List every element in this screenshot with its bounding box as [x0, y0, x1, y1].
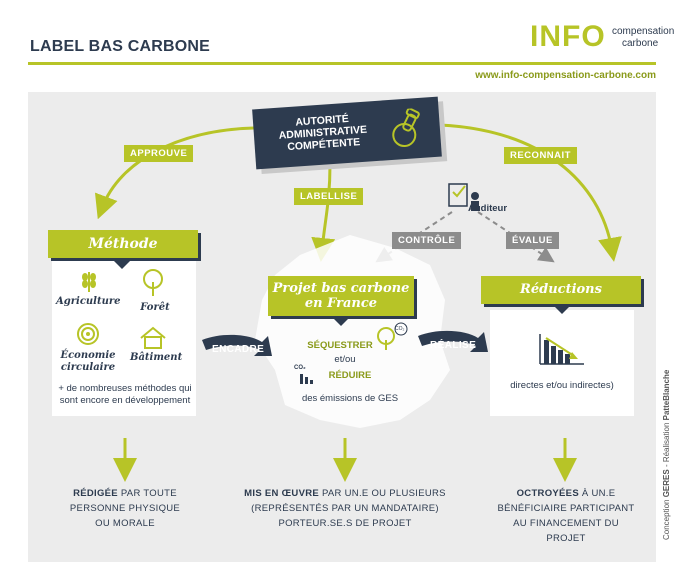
projet-title-line1: Projet bas carbone [272, 281, 410, 296]
methode-title: Méthode sectorielle [48, 230, 198, 280]
authority-label: AUTORITÉ ADMINISTRATIVE COMPÉTENTE [267, 111, 379, 155]
bottom-right-text: OCTROYÉES À UN.E BÉNÉFICIAIRE PARTICIPAN… [494, 486, 638, 546]
wheat-icon [82, 272, 96, 292]
declining-chart-icon [539, 334, 584, 365]
bottom-left-bold: RÉDIGÉE [73, 488, 118, 499]
arrow-approuve [94, 126, 255, 220]
site-url[interactable]: www.info-compensation-carbone.com [475, 70, 656, 81]
arrow-labellise [311, 164, 336, 262]
reductions-notch [554, 306, 570, 314]
credits: Conception GERES - Réalisation PatteBlan… [662, 340, 671, 540]
reductions-title: Réductions d'émissions [481, 276, 641, 325]
circular-economy-icon [77, 323, 99, 345]
authority-box: AUTORITÉ ADMINISTRATIVE COMPÉTENTE [252, 96, 442, 170]
bottom-mid-text: MIS EN ŒUVRE PAR UN.E OU PLUSIEURS (REPR… [240, 486, 450, 531]
tag-approuve: APPROUVE [124, 145, 194, 162]
credits-org: GERES [662, 469, 671, 498]
credits-studio: PatteBlanche [662, 369, 671, 421]
credits-prefix: Conception [662, 497, 671, 540]
bottom-right-rest1: À UN.E [578, 488, 616, 499]
bottom-mid-rest2: (REPRÉSENTÉS PAR UN MANDATAIRE) [251, 503, 439, 514]
co2-small-label: CO₂ [294, 365, 306, 371]
bottom-right-bold: OCTROYÉES [516, 488, 579, 499]
realise-label: RÉALISE [430, 340, 477, 351]
co2-down-icon [300, 374, 313, 384]
logo: INFO compensation carbone [530, 20, 674, 60]
bottom-left-rest2: PERSONNE PHYSIQUE [69, 503, 181, 514]
bottom-left-rest1: PAR TOUTE [117, 488, 177, 499]
bottom-mid-rest1: PAR UN.E OU PLUSIEURS [319, 488, 446, 499]
projet-title: Projet bas carbone en France [268, 276, 414, 316]
reductions-text: directes et/ou indirectes) [510, 380, 614, 391]
tree-co2-icon [377, 322, 408, 350]
chevron-realise [418, 330, 488, 352]
stamp-icon [392, 107, 420, 148]
bottom-mid-rest3: PORTEUR.SE.S DE PROJET [278, 518, 412, 529]
logo-sub2: carbone [622, 38, 659, 49]
methode-notch [114, 261, 130, 269]
projet-emissions: des émissions de GES [301, 393, 399, 404]
projet-notch [333, 318, 349, 326]
sector-foret: Forêt [140, 302, 170, 313]
sector-batiment: Bâtiment [130, 352, 183, 363]
projet-sequestrer: SÉQUESTRER [307, 340, 373, 351]
credits-mid: - Réalisation [662, 420, 671, 470]
bottom-right-rest2: BÉNÉFICIAIRE PARTICIPANT [497, 503, 635, 514]
chevron-encadre [202, 334, 272, 356]
bottom-mid-bold: MIS EN ŒUVRE [244, 488, 320, 499]
methode-note: + de nombreuses méthodes qui sont encore… [58, 383, 192, 406]
tag-labellise: LABELLISE [294, 188, 364, 205]
encadre-label: ENCADRE [212, 344, 265, 355]
arrow-evalue [477, 211, 555, 263]
projet-reduire: RÉDUIRE [328, 370, 372, 381]
tag-evalue: ÉVALUE [506, 232, 559, 249]
tag-controle: CONTRÔLE [392, 232, 462, 249]
projet-etou: et/ou [334, 354, 356, 365]
tree-icon [143, 269, 163, 296]
header-divider [28, 62, 656, 65]
bottom-left-text: RÉDIGÉE PAR TOUTE PERSONNE PHYSIQUE OU M… [60, 486, 190, 531]
methode-card [52, 258, 196, 416]
co2-bubble-label: CO₂ [395, 326, 405, 332]
sector-economie: Économie circulaire [60, 350, 116, 373]
auditor-icon [448, 183, 479, 211]
page-title: LABEL BAS CARBONE [30, 38, 211, 55]
tag-reconnait: RECONNAIT [504, 147, 577, 164]
bottom-right-rest3: AU FINANCEMENT DU PROJET [513, 518, 619, 544]
logo-sub1: compensation [612, 26, 675, 37]
building-icon [140, 326, 166, 349]
bottom-left-rest3: OU MORALE [95, 518, 155, 529]
projet-title-line2: en France [304, 296, 378, 311]
logo-main: INFO [530, 20, 606, 53]
auditor-label: Auditeur [468, 203, 508, 214]
sector-agriculture: Agriculture [56, 296, 121, 307]
arrow-controle [375, 211, 453, 263]
